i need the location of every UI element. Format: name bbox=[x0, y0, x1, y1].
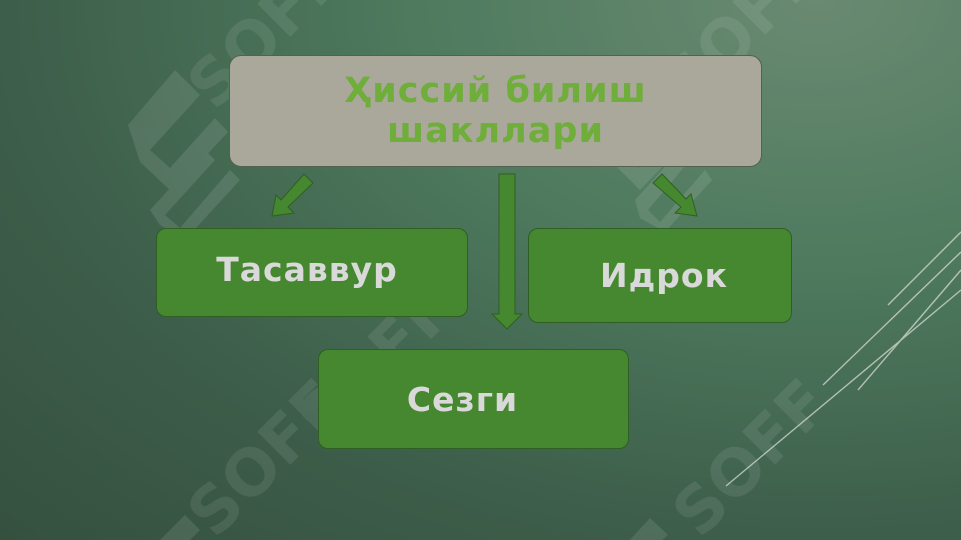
diagram-title-text: Ҳиссий билиш шакллари bbox=[344, 71, 647, 151]
node-idrok: Идрок bbox=[528, 228, 792, 323]
diagram-title: Ҳиссий билиш шакллари bbox=[229, 55, 762, 167]
arrow-to-idrok bbox=[652, 173, 698, 217]
node-idrok-label: Идрок bbox=[600, 256, 728, 295]
node-tasavvur-label: Тасаввур bbox=[216, 250, 398, 289]
node-sezgi-label: Сезги bbox=[406, 379, 519, 419]
node-tasavvur: Тасаввур bbox=[156, 228, 468, 317]
watermark-logo-icon bbox=[128, 70, 240, 240]
arrow-to-tasavvur bbox=[271, 173, 314, 217]
arrow-to-sezgi bbox=[490, 173, 524, 330]
node-sezgi: Сезги bbox=[318, 349, 629, 449]
watermark-logo-icon bbox=[160, 515, 668, 540]
